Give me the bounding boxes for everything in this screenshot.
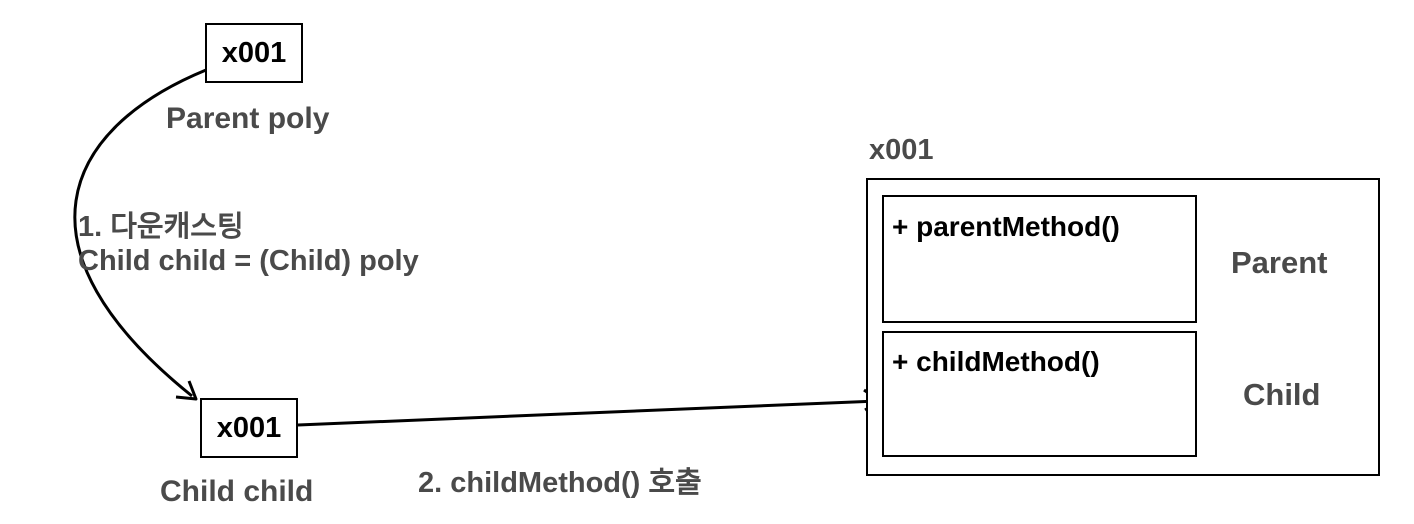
call-step-label: 2. childMethod() 호출: [418, 467, 702, 499]
downcast-arrowhead: [175, 380, 198, 401]
parent-method: + parentMethod(): [892, 211, 1120, 242]
child-type-label: Child: [1243, 377, 1321, 412]
downcast-step-label: 1. 다운캐스팅: [78, 211, 244, 243]
instance-address: x001: [869, 134, 934, 166]
parent-type-label: Parent: [1231, 245, 1328, 280]
downcast-arrow: [73, 68, 207, 398]
downcast-code: Child child = (Child) poly: [78, 245, 419, 277]
child-ref-address-box: x001: [200, 398, 298, 458]
call-arrow: [297, 399, 879, 427]
parent-poly-label: Parent poly: [166, 102, 330, 135]
parent-poly-address-box: x001: [205, 23, 303, 83]
child-section-box: [882, 331, 1197, 457]
child-ref-label: Child child: [160, 475, 314, 508]
child-ref-address: x001: [216, 411, 282, 444]
parent-section-box: [882, 195, 1197, 323]
instance-box: + parentMethod() Parent + childMethod() …: [866, 178, 1380, 476]
parent-poly-address: x001: [221, 36, 287, 69]
child-method: + childMethod(): [892, 346, 1100, 377]
